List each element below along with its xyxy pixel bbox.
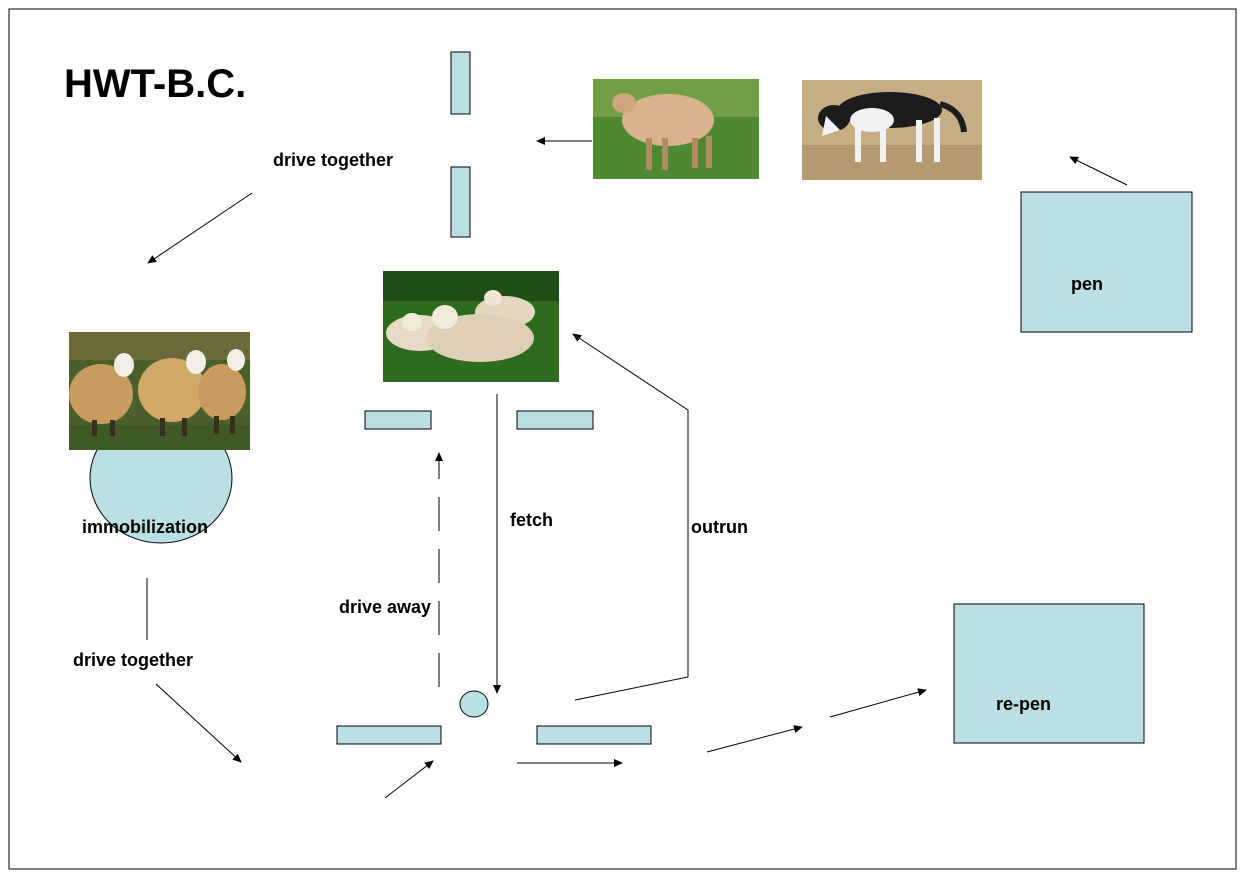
- re-pen-arrow-1: [706, 725, 803, 753]
- slide-title: HWT-B.C.: [64, 62, 247, 106]
- drive-together-left-label: drive together: [73, 650, 194, 670]
- pen-box: [1020, 191, 1193, 333]
- drive-together-top-label: drive together: [273, 150, 394, 170]
- lying-sheep-photo: [383, 271, 559, 382]
- top-gate-post-lower: [450, 166, 471, 238]
- pen-to-collie-arrow: [1069, 156, 1128, 186]
- outrun-path: [572, 333, 689, 701]
- sheep-flock-photo: [69, 332, 250, 450]
- pen-label: pen: [1071, 274, 1104, 294]
- bottom-gate-right: [536, 725, 652, 745]
- border-collie-photo: [802, 80, 982, 180]
- fetch-label: fetch: [510, 510, 554, 530]
- re-pen-arrow-2: [829, 688, 927, 718]
- drive-away-label: drive away: [339, 597, 432, 617]
- top-gate-post-upper: [450, 51, 471, 115]
- handler-post: [459, 690, 489, 718]
- drive-together-left-arrow: [155, 683, 242, 763]
- entry-arrow: [384, 760, 434, 799]
- re-pen-label: re-pen: [996, 694, 1052, 714]
- single-sheep-photo: [593, 79, 759, 179]
- re-pen-box: [953, 603, 1145, 744]
- drive-together-top-arrow: [147, 192, 253, 264]
- bottom-gate-left: [336, 725, 442, 745]
- outrun-label: outrun: [691, 517, 748, 537]
- immobilization-label: immobilization: [82, 517, 208, 537]
- middle-gate-right: [516, 410, 594, 430]
- middle-gate-left: [364, 410, 432, 430]
